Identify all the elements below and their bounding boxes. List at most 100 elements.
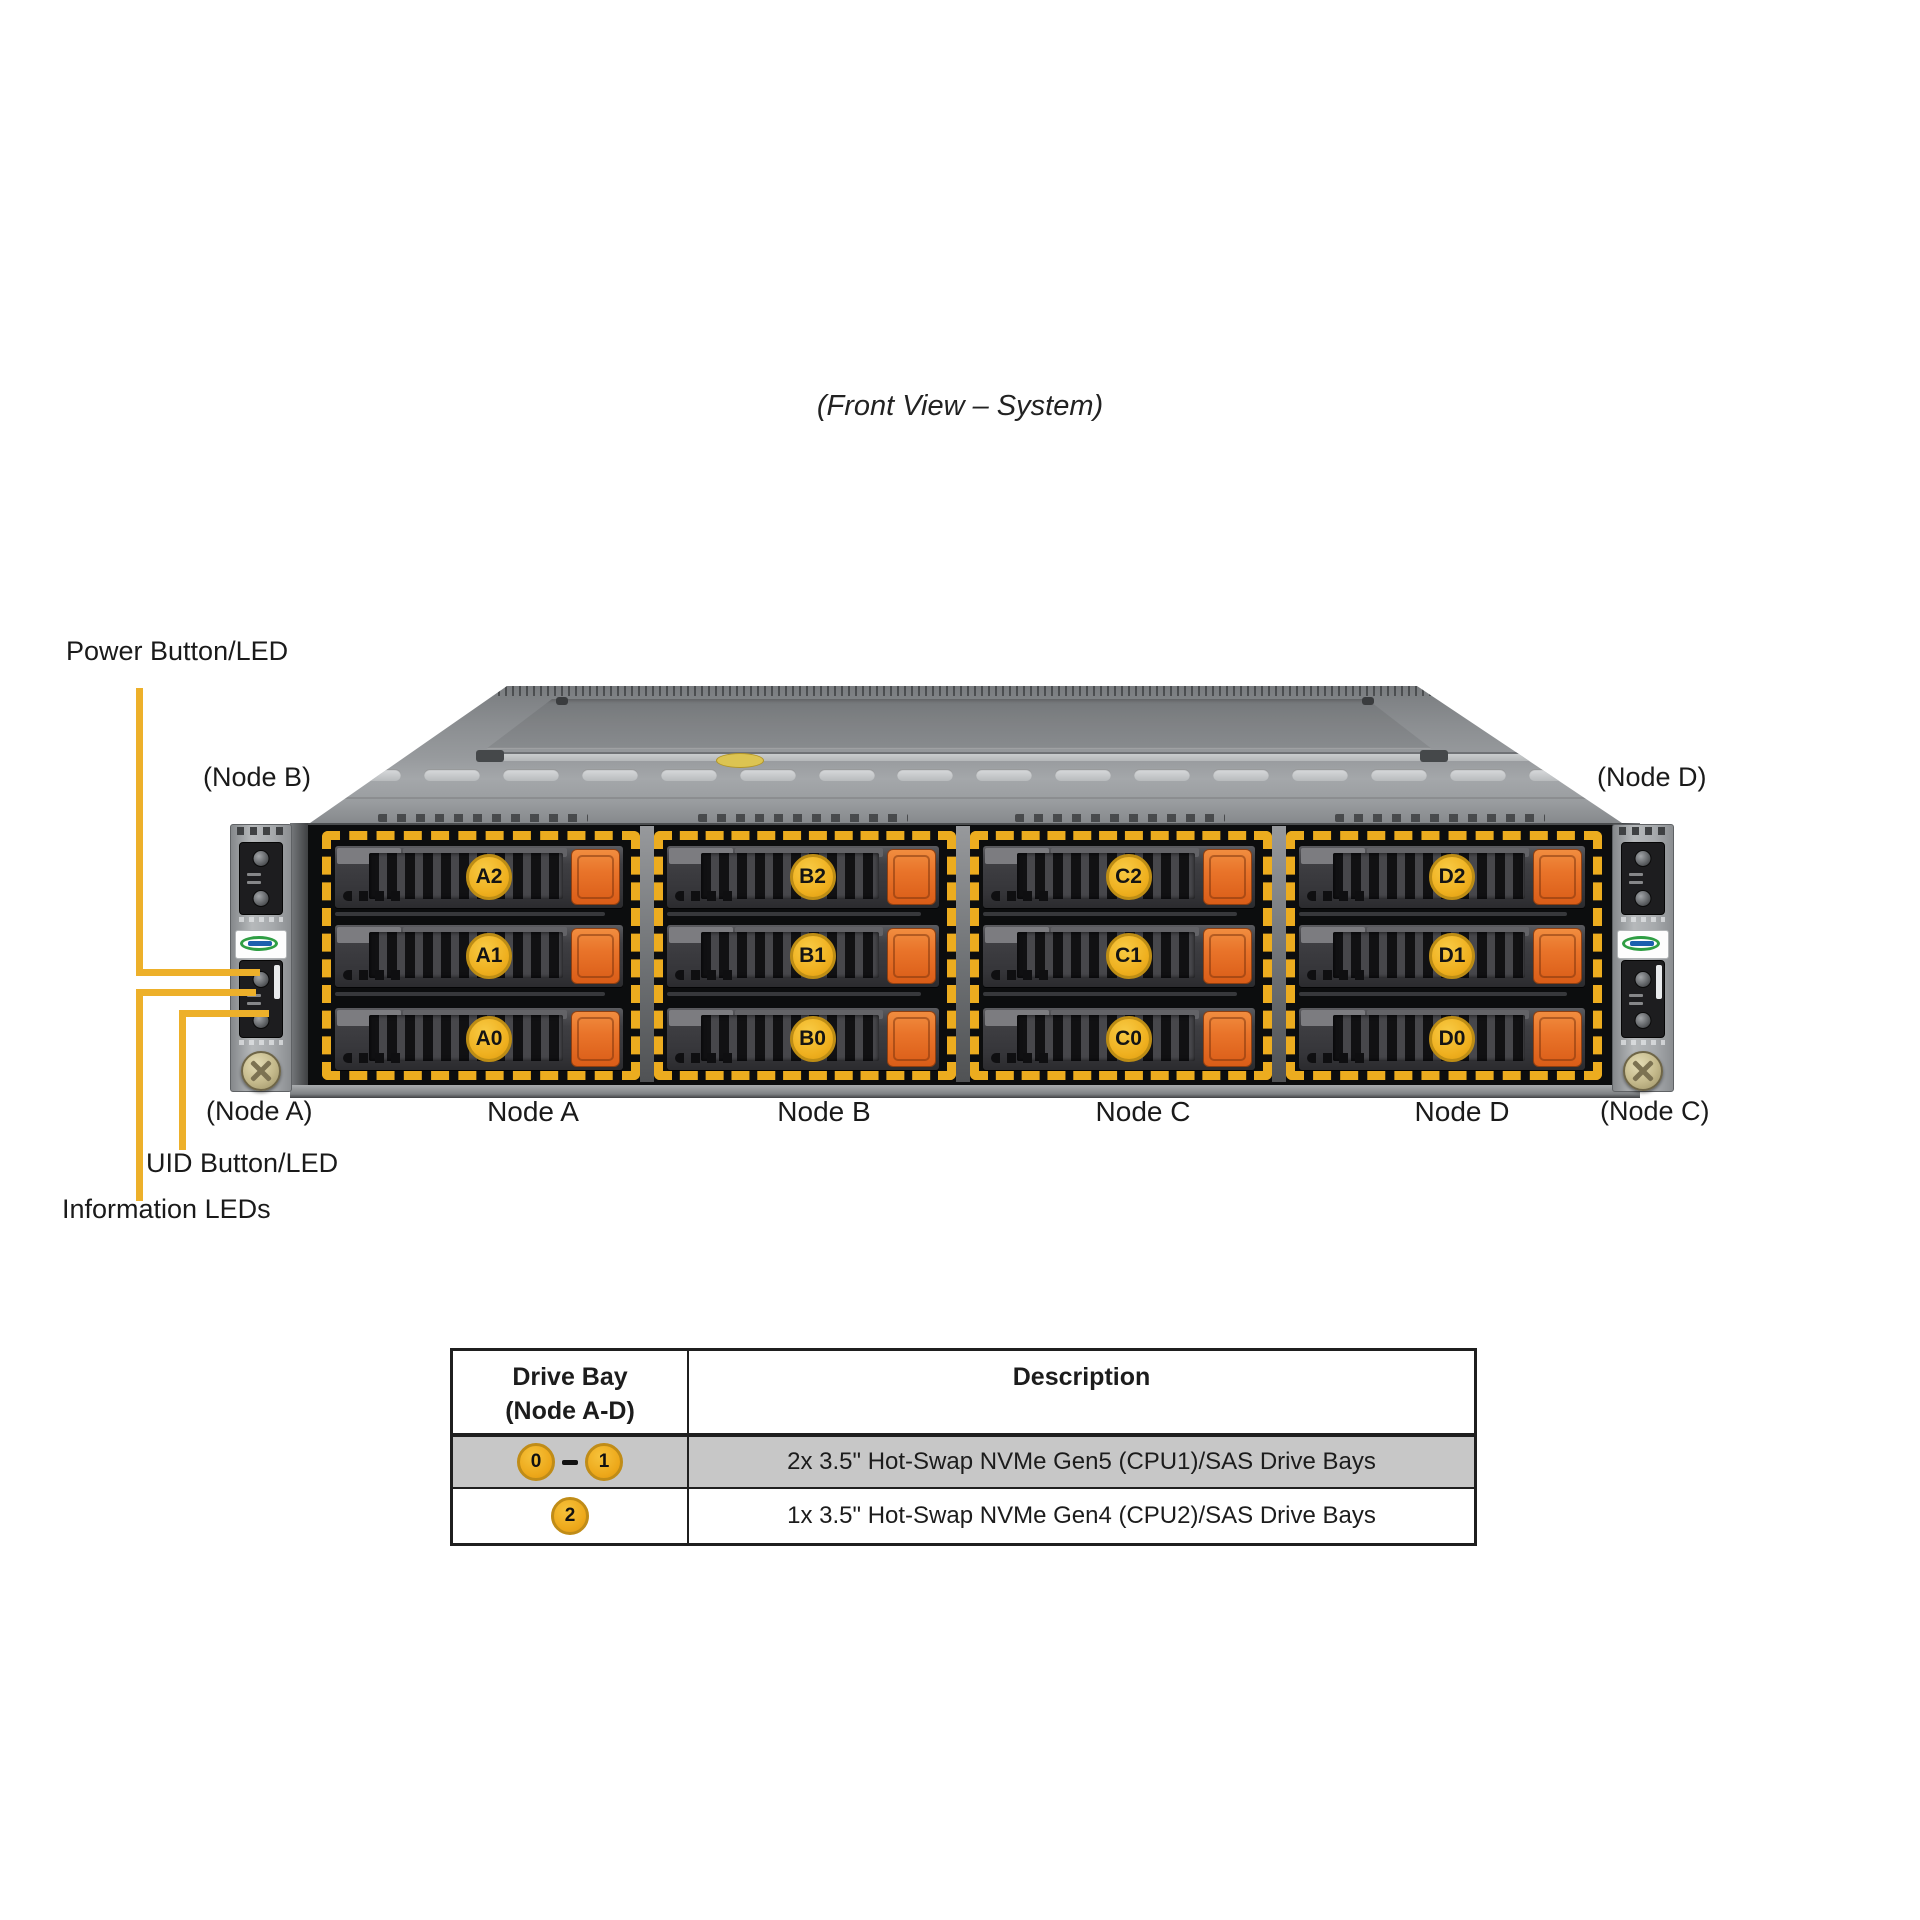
drive-bay-label: A0 [466,1016,513,1062]
drive-bay-label: A1 [466,933,513,979]
left-control-ear [230,824,292,1092]
drive-bay-label: C2 [1105,854,1152,900]
tray-dots [675,1053,737,1063]
drive-tray[interactable]: A1 [335,925,623,987]
ear-tick-row [1621,1040,1665,1045]
chassis-bottom-lip [290,1085,1640,1098]
drive-tray[interactable]: B0 [667,1008,939,1070]
node-caption-b: Node B [777,1096,871,1127]
tray-dots [991,1053,1053,1063]
tray-topstrip [735,927,883,936]
tray-dots [343,891,405,901]
tray-dots [343,1053,405,1063]
uid-button-icon[interactable] [252,890,270,907]
node-caption-d: Node D [1414,1096,1510,1127]
drive-tray[interactable]: D1 [1299,925,1585,987]
drive-latch-icon[interactable] [571,1011,620,1067]
drive-tray[interactable]: B2 [667,846,939,908]
drive-latch-icon[interactable] [1533,849,1582,905]
drive-tray[interactable]: D2 [1299,846,1585,908]
ear-tick-row [1621,917,1665,922]
warranty-sticker [716,753,764,768]
drive-latch-icon[interactable] [571,928,620,984]
vent-slot [1292,769,1349,781]
drive-tray[interactable]: B1 [667,925,939,987]
uid-button-icon[interactable] [1634,890,1652,907]
vent-slot [1370,769,1427,781]
drive-tray[interactable]: C1 [983,925,1255,987]
brand-logo-sticker [1617,930,1669,959]
vent-dash-group [698,814,908,822]
thumbscrew-icon[interactable] [1623,1051,1663,1091]
drive-bay-label: A2 [466,854,513,900]
drive-tray[interactable]: A0 [335,1008,623,1070]
drive-latch-icon[interactable] [1533,928,1582,984]
ear-tick-row [239,1040,283,1045]
drive-latch-icon[interactable] [1203,849,1252,905]
page-title: (Front View – System) [816,390,1104,422]
brand-logo-icon [240,936,278,951]
node-b-control-panel [239,842,283,915]
tray-rail [667,992,921,996]
drive-tray[interactable]: D0 [1299,1008,1585,1070]
vent-slot [976,769,1033,781]
tray-rail [1299,992,1567,996]
chassis-top-face [310,686,1622,823]
drive-latch-icon[interactable] [1203,928,1252,984]
power-button-icon[interactable] [252,850,270,867]
panel-label-strip [274,965,280,999]
vent-slot [1449,769,1506,781]
tray-topstrip [403,927,567,936]
node-caption-a: Node A [487,1096,579,1127]
vent-slot [1213,769,1270,781]
tray-rail [667,912,921,916]
power-button-label: Power Button/LED [66,636,289,666]
drive-latch-icon[interactable] [571,849,620,905]
seam-end-cap [476,750,504,762]
thumbscrew-icon[interactable] [241,1051,281,1091]
tray-dots [675,891,737,901]
top-slot-row [345,769,1585,781]
bay-range-dash [562,1459,578,1465]
table-header-drive-bay: Drive Bay (Node A-D) [453,1351,689,1433]
table-header-row: Drive Bay (Node A-D) Description [453,1351,1474,1437]
drive-latch-icon[interactable] [887,928,936,984]
vent-slot [345,769,401,781]
bay-number-badge: 2 [551,1497,589,1535]
node-caption-c: Node C [1095,1096,1191,1127]
ear-tick-row [239,917,283,922]
info-callout-line [136,989,143,1201]
bay-number-cell: 2 [453,1489,689,1543]
screw-icon [556,697,568,705]
power-button-icon[interactable] [1634,850,1652,867]
vent-slot [1055,769,1112,781]
node-divider [956,826,970,1082]
vent-dash-group [378,814,588,822]
drive-latch-icon[interactable] [1533,1011,1582,1067]
bay-number-badge: 0 [517,1443,555,1481]
drive-tray[interactable]: C2 [983,846,1255,908]
uid-button-icon[interactable] [1634,1012,1652,1029]
vent-slot [502,769,559,781]
power-button-icon[interactable] [1634,971,1652,988]
tray-rail [335,912,605,916]
drive-bay-label: B1 [789,933,836,979]
bay-description-cell: 1x 3.5" Hot-Swap NVMe Gen4 (CPU2)/SAS Dr… [787,1502,1376,1529]
top-rear-vent-strip [470,686,1462,696]
drive-latch-icon[interactable] [887,849,936,905]
tray-topstrip [1367,1010,1529,1019]
panel-label-strip [1656,965,1662,999]
drive-latch-icon[interactable] [887,1011,936,1067]
tray-dots [343,970,405,980]
drive-tray[interactable]: C0 [983,1008,1255,1070]
tray-rail [983,992,1237,996]
information-leds-label: Information LEDs [62,1194,271,1224]
drive-latch-icon[interactable] [1203,1011,1252,1067]
tray-dots [991,970,1053,980]
chassis-side-wall [290,823,308,1085]
drive-tray[interactable]: A2 [335,846,623,908]
vent-slot [1134,769,1191,781]
vent-slot [897,769,954,781]
